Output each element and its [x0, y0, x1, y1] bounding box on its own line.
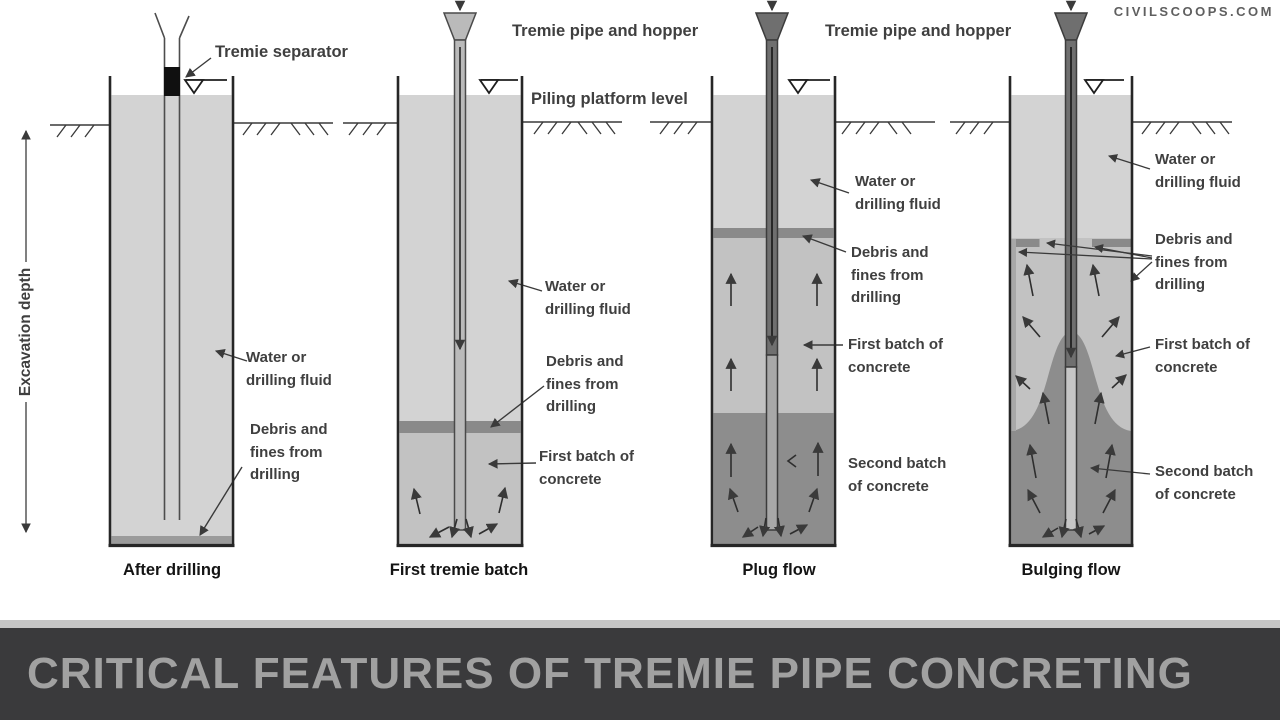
panel-first-tremie-batch [396, 0, 545, 548]
p3-label-water: Water or drilling fluid [855, 173, 941, 213]
p4-label-water: Water or drilling fluid [1155, 151, 1241, 191]
p3-water-level-icon [787, 79, 830, 95]
p4-debris-patch-right [1092, 239, 1131, 247]
p2-water-level-icon [478, 79, 518, 95]
ground-hatch-marks [56, 121, 1230, 138]
p1-tremie-pipe [154, 12, 190, 520]
p2-borehole-walls [396, 76, 524, 548]
ground-surface [50, 121, 1232, 138]
p4-label-first-batch: First batch of concrete [1155, 336, 1251, 376]
p2-label-debris: Debris and fines from drilling [546, 353, 624, 415]
p4-debris-wall-smear [1011, 239, 1016, 431]
p2-flow-arrows [410, 486, 509, 539]
diagram-svg [21, 0, 1232, 548]
p2-label-first-batch: First batch of concrete [539, 448, 635, 488]
banner-separator-strip [0, 620, 1280, 628]
p1-label-water: Water or drilling fluid [246, 349, 332, 389]
p3-caption: Plug flow [742, 561, 816, 579]
label-tremie-pipe-hopper-2: Tremie pipe and hopper [825, 22, 1012, 40]
title-banner: CRITICAL FEATURES OF TREMIE PIPE CONCRET… [0, 628, 1280, 720]
p3-label-first-batch: First batch of concrete [848, 336, 944, 376]
watermark-civilscoops: CIVILSCOOPS.COM [1113, 4, 1274, 19]
label-piling-platform-level: Piling platform level [531, 90, 688, 108]
p3-label-debris: Debris and fines from drilling [851, 244, 929, 306]
banner-title: CRITICAL FEATURES OF TREMIE PIPE CONCRET… [27, 649, 1193, 698]
p4-borehole-walls [1008, 76, 1134, 548]
p4-debris-patch-left [1011, 239, 1040, 247]
p3-flow-arrows [725, 272, 824, 538]
p4-caption: Bulging flow [1021, 561, 1121, 579]
p4-label-second-batch: Second batch of concrete [1155, 463, 1254, 503]
p2-caption: First tremie batch [389, 561, 529, 579]
p1-caption: After drilling [122, 561, 222, 579]
p1-leader-arrows [185, 57, 248, 536]
label-tremie-separator: Tremie separator [215, 43, 348, 61]
p1-water-region [111, 95, 232, 537]
p2-leader-arrows [487, 278, 545, 469]
panel-after-drilling [108, 12, 248, 548]
excavation-depth-label: Excavation depth [17, 267, 34, 397]
p1-water-level-icon [183, 79, 227, 95]
p2-label-water: Water or drilling fluid [545, 278, 631, 318]
p1-tremie-separator-block [164, 67, 180, 96]
panel-plug-flow [710, 0, 850, 548]
p3-label-second-batch: Second batch of concrete [848, 455, 947, 495]
p4-label-debris: Debris and fines from drilling [1155, 231, 1233, 293]
p4-leader-arrows [1017, 154, 1153, 475]
p3-borehole-walls [710, 76, 837, 548]
p4-flow-arrows [1015, 263, 1127, 539]
p4-water-level-icon [1083, 79, 1124, 95]
p1-label-debris: Debris and fines from drilling [250, 421, 328, 483]
p3-leader-arrows [801, 178, 850, 350]
label-tremie-pipe-hopper-1: Tremie pipe and hopper [512, 22, 699, 40]
p1-borehole-walls [108, 76, 235, 548]
panel-bulging-flow [1008, 0, 1153, 548]
p1-debris-layer [111, 536, 232, 545]
